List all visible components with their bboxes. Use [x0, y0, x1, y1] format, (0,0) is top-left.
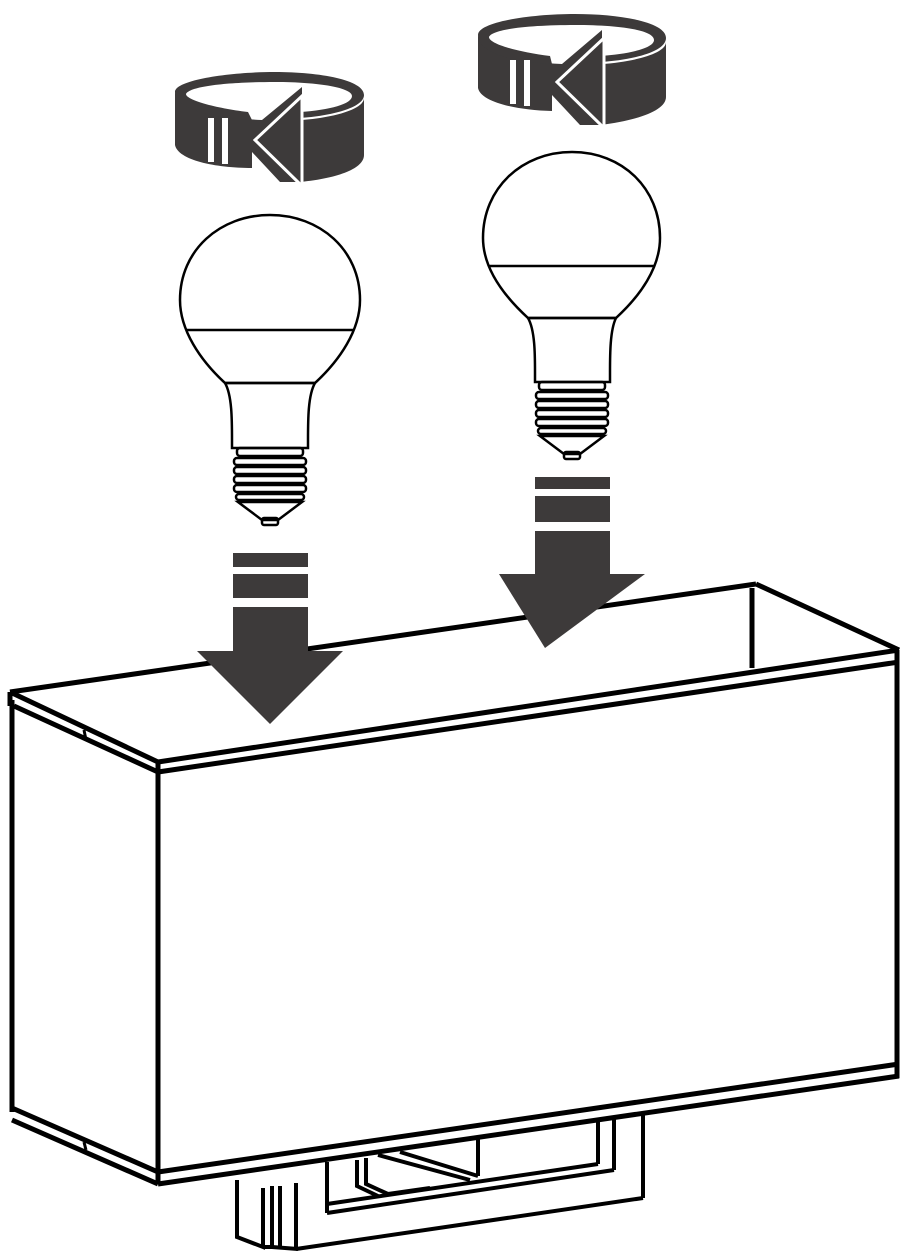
rotate-clockwise-icon — [478, 14, 666, 132]
light-bulb-left — [178, 213, 362, 527]
rotate-clockwise-icon — [175, 72, 364, 190]
lamp-shade-back — [9, 581, 901, 695]
lamp-shade — [7, 647, 900, 1187]
down-arrow-icon — [499, 477, 645, 648]
wall-bracket — [235, 1112, 645, 1251]
down-arrow-icon — [197, 553, 343, 724]
light-bulb-right — [481, 150, 662, 461]
